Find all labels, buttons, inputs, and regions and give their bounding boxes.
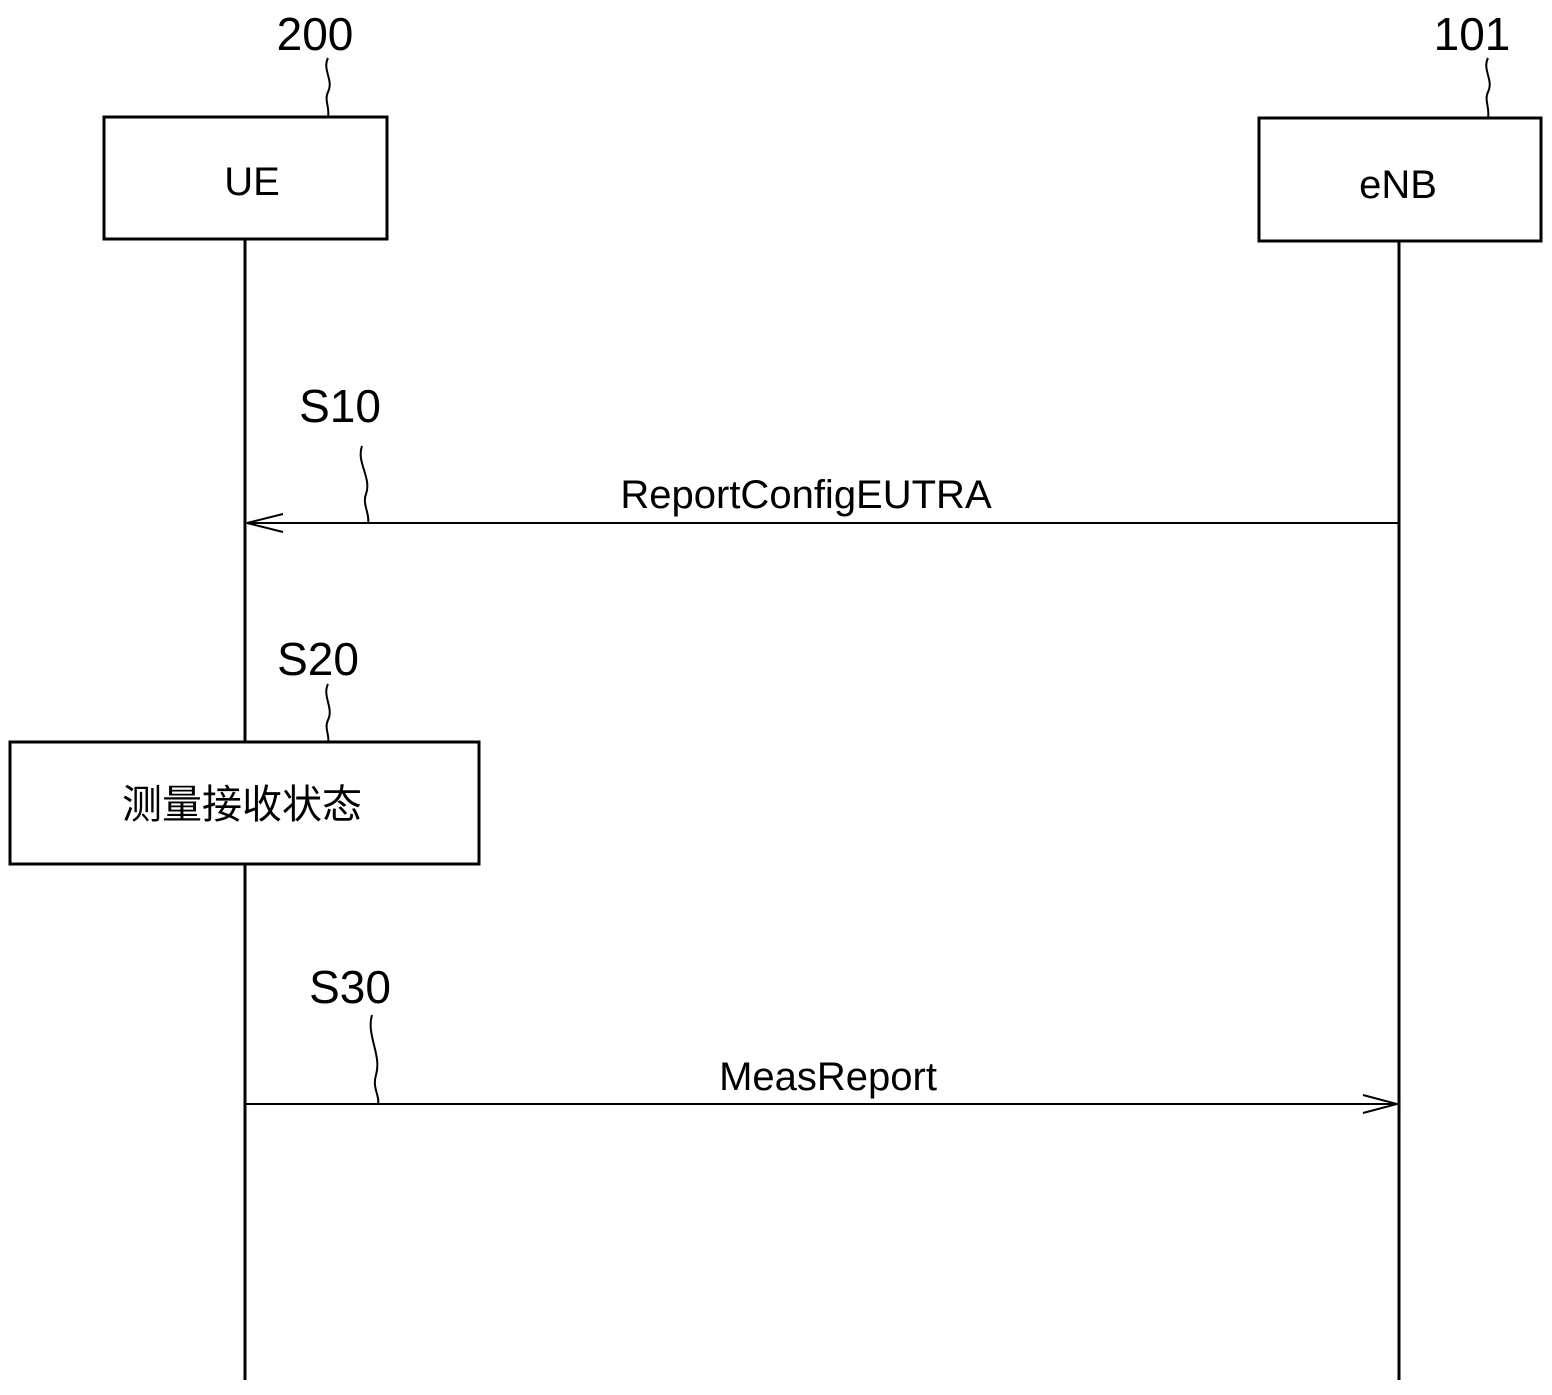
step-s30-leader <box>369 1014 380 1105</box>
step-s10-label: S10 <box>299 380 381 432</box>
step-s10-leader <box>359 445 370 524</box>
message-meas-report: MeasReport <box>719 1055 937 1099</box>
process-label: 测量接收状态 <box>122 782 362 828</box>
enb-reference-leader <box>1485 57 1491 119</box>
ue-participant-label: UE <box>224 160 280 204</box>
arrow-s10-head <box>246 513 284 533</box>
ue-reference-number: 200 <box>277 8 354 60</box>
ue-reference-leader <box>325 57 331 118</box>
message-report-config: ReportConfigEUTRA <box>620 473 992 517</box>
step-s20-label: S20 <box>277 633 359 685</box>
enb-reference-number: 101 <box>1434 8 1511 60</box>
step-s30-label: S30 <box>309 961 391 1013</box>
arrow-s30-head <box>1362 1094 1401 1114</box>
step-s20-leader <box>325 683 331 743</box>
enb-participant-label: eNB <box>1359 163 1437 207</box>
enb-participant-box <box>1257 116 1543 243</box>
process-box <box>8 740 481 866</box>
ue-participant-box <box>102 115 389 241</box>
